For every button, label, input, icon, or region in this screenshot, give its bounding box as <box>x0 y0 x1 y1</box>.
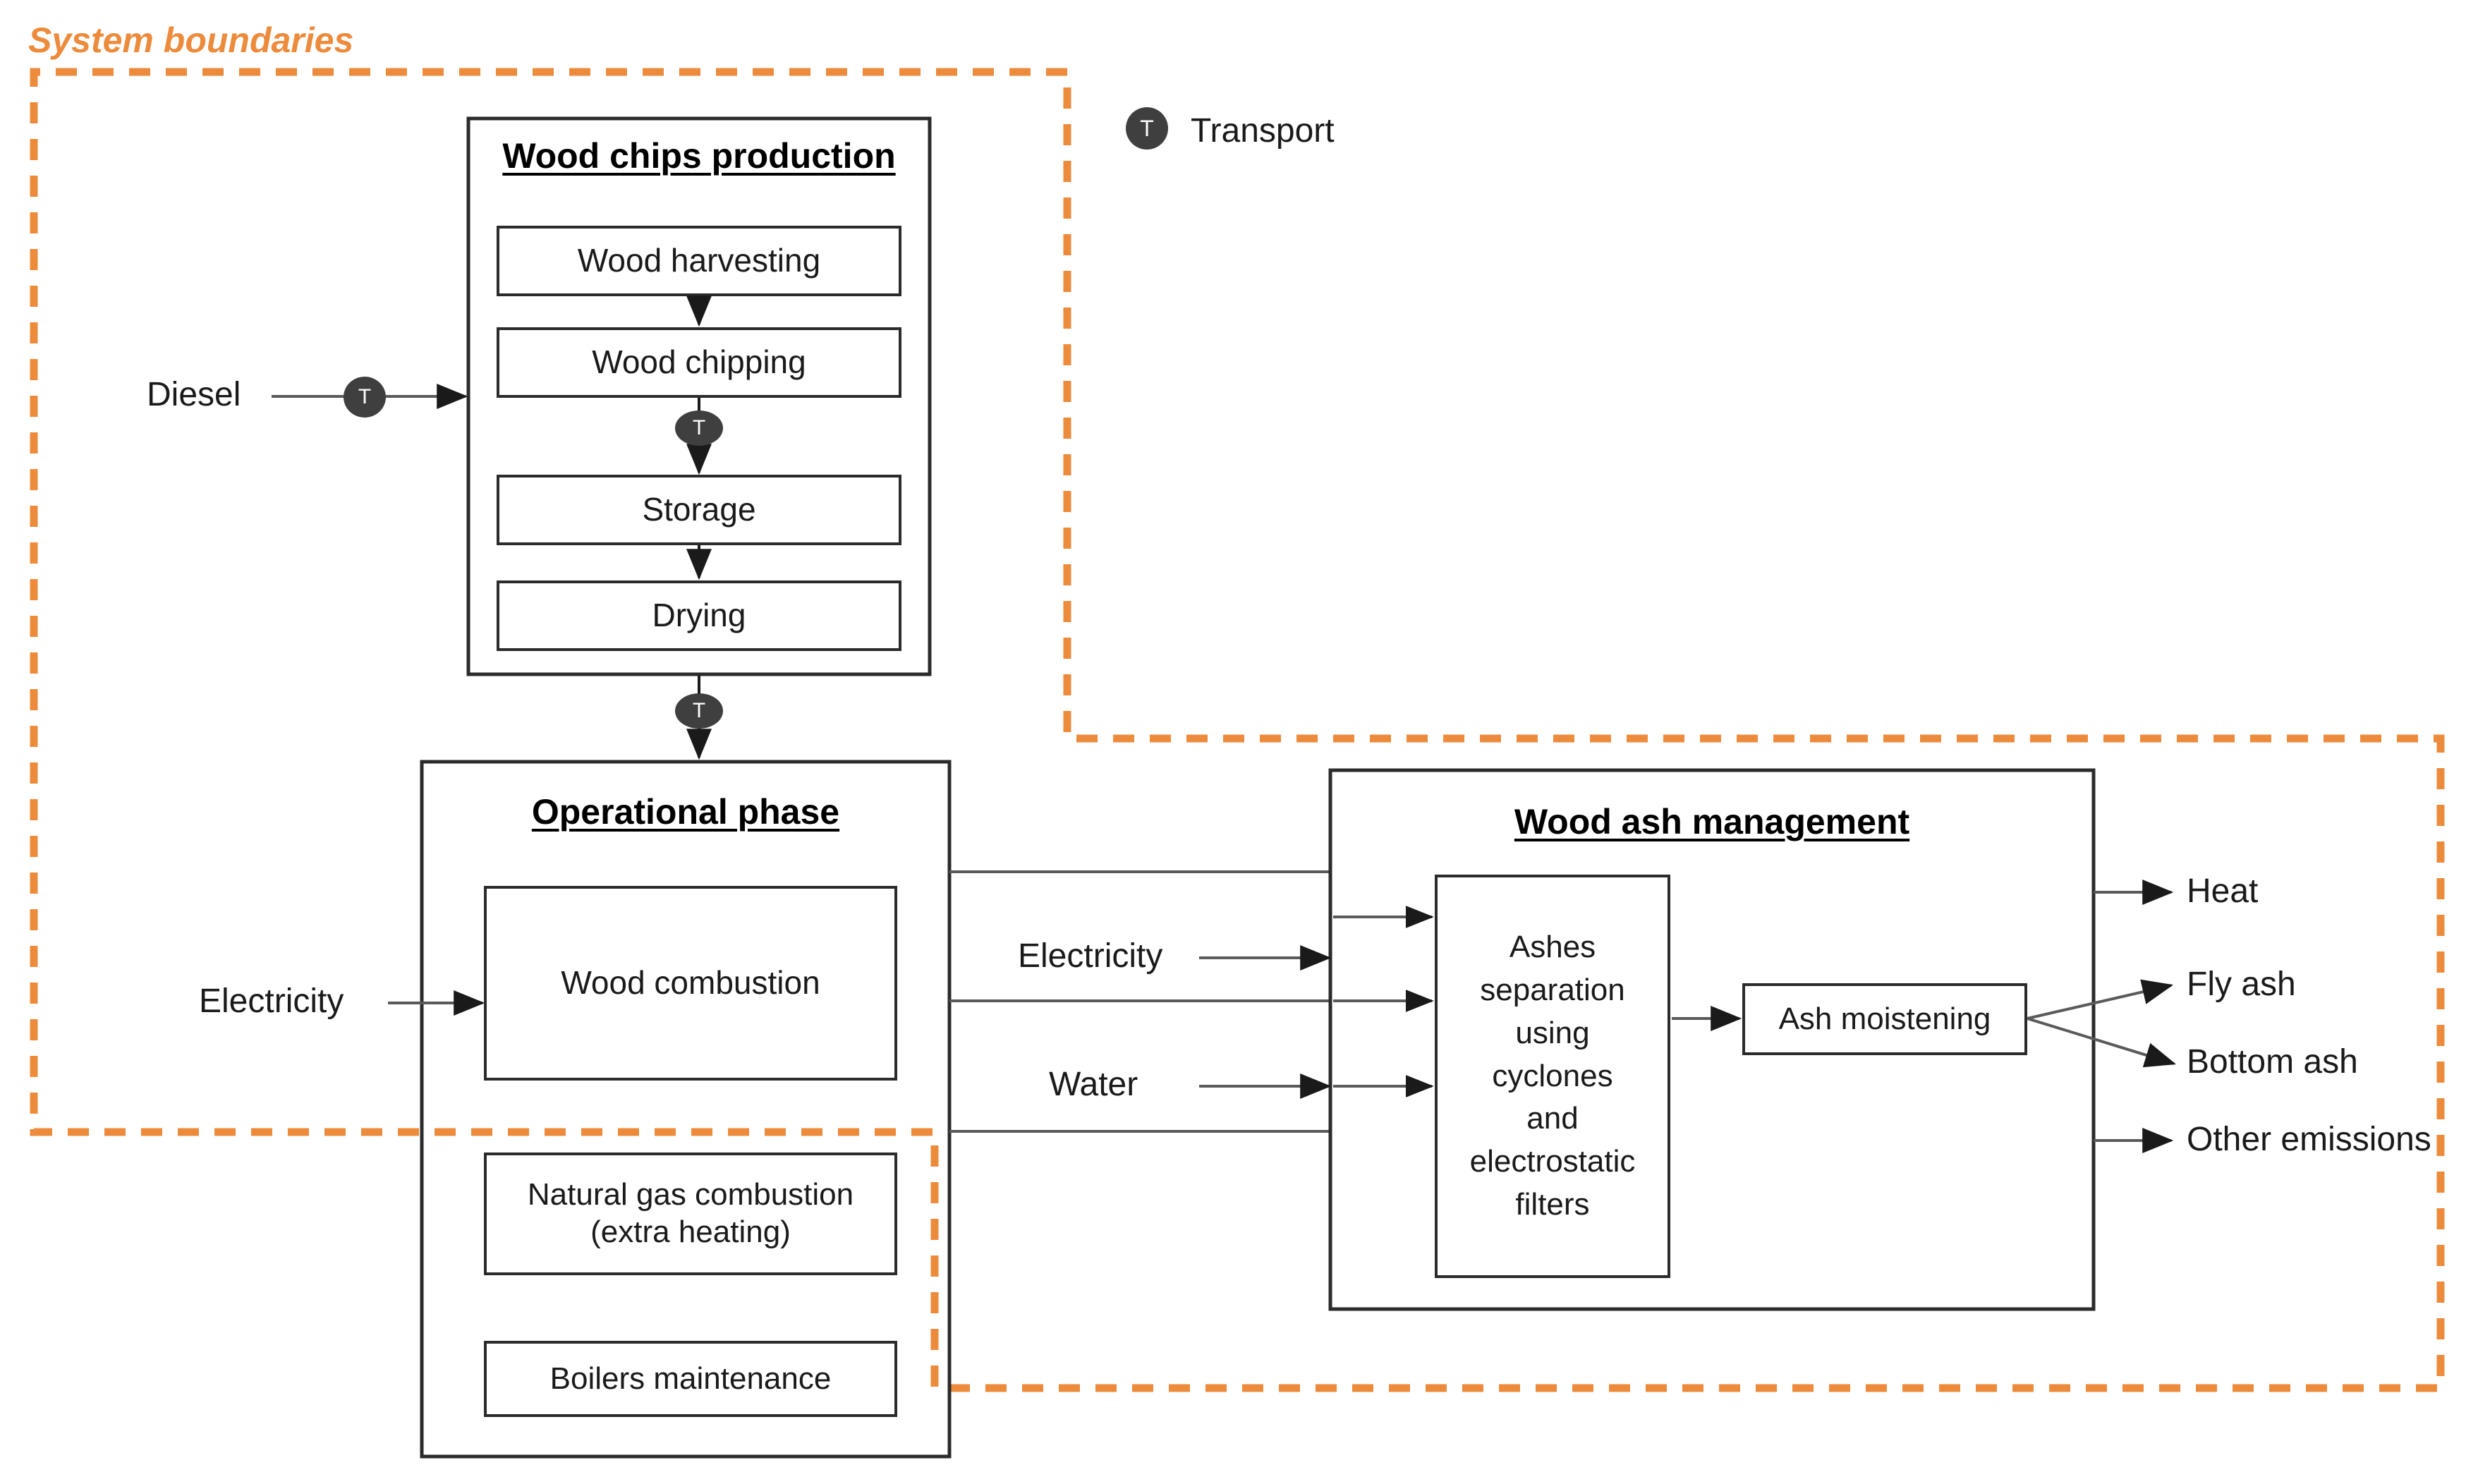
group-title-wood-ash-management: Wood ash management <box>1514 802 1910 841</box>
step-box-wood-chipping <box>497 327 901 398</box>
system-boundary-outline-left <box>30 68 2445 1392</box>
transport-badge-diesel: T <box>344 377 386 418</box>
group-title-wood-chips-production: Wood chips production <box>502 136 896 176</box>
arrow-output-bottom-ash <box>2027 1017 2177 1068</box>
step-box-natural-gas-combustion <box>484 1152 897 1275</box>
system-boundaries-label: System boundaries <box>28 20 354 60</box>
arrow-output-fly-ash <box>2027 979 2174 1020</box>
step-box-wood-harvesting <box>497 226 901 296</box>
transport-legend-badge: T <box>1126 107 1168 150</box>
output-label-bottom-ash: Bottom ash <box>2187 1043 2358 1081</box>
group-box-operational-phase <box>420 760 952 1459</box>
input-label-electricity-ash: Electricity <box>1018 937 1163 975</box>
transport-badge-drying-to-operational: T <box>675 693 723 729</box>
step-box-ashes-separation <box>1435 875 1670 1278</box>
group-title-operational-phase: Operational phase <box>531 792 840 832</box>
output-label-heat: Heat <box>2187 872 2259 910</box>
output-label-fly-ash: Fly ash <box>2187 966 2296 1003</box>
transport-badge-chipping-to-storage: T <box>675 410 723 446</box>
step-box-drying <box>497 580 901 651</box>
step-box-ash-moistening <box>1742 983 2027 1055</box>
output-label-other-emissions: Other emissions <box>2187 1121 2431 1158</box>
input-label-electricity-operational: Electricity <box>199 983 344 1020</box>
transport-legend-label: Transport <box>1191 112 1335 150</box>
input-label-diesel: Diesel <box>147 376 241 413</box>
step-box-storage <box>497 475 901 545</box>
step-box-wood-combustion <box>484 886 897 1081</box>
step-box-boilers-maintenance <box>484 1341 897 1417</box>
input-label-water-ash: Water <box>1049 1066 1138 1103</box>
